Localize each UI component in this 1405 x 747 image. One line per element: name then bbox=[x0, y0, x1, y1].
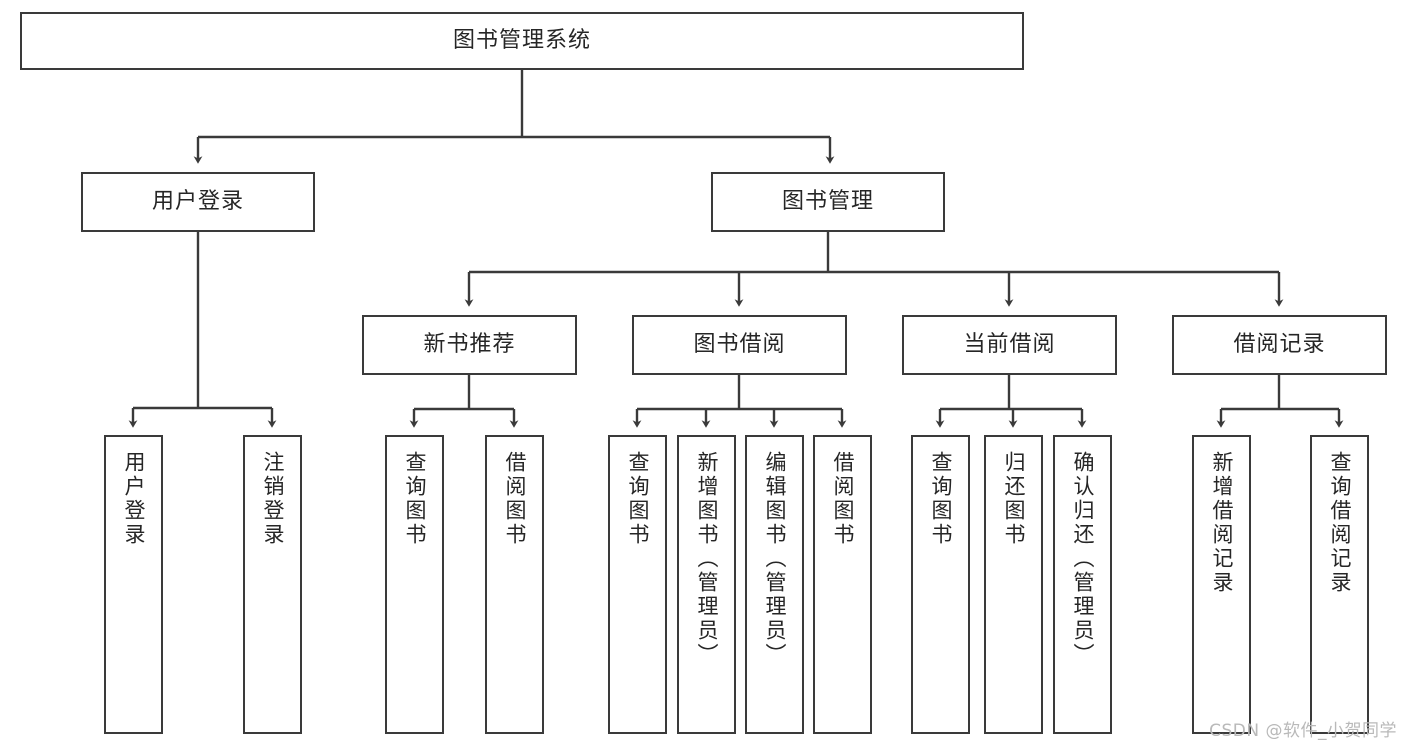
node-leaf-user-logout[interactable]: 注销登录 bbox=[243, 435, 302, 734]
node-leaf-edit-book-label: 编辑图书（管理员） bbox=[763, 451, 787, 667]
node-leaf-borrow-book-1-label: 借阅图书 bbox=[503, 451, 527, 547]
csdn-watermark: CSDN @软件_小贺同学 bbox=[1209, 721, 1397, 741]
node-leaf-confirm-return-label: 确认归还（管理员） bbox=[1071, 451, 1095, 667]
node-leaf-borrow-book-2[interactable]: 借阅图书 bbox=[813, 435, 872, 734]
node-book-admin-label: 图书管理 bbox=[781, 189, 874, 215]
node-book-admin[interactable]: 图书管理 bbox=[711, 172, 945, 232]
node-leaf-confirm-return[interactable]: 确认归还（管理员） bbox=[1053, 435, 1112, 734]
node-leaf-edit-book[interactable]: 编辑图书（管理员） bbox=[745, 435, 804, 734]
node-leaf-user-logout-label: 注销登录 bbox=[261, 451, 285, 547]
node-leaf-return-book[interactable]: 归还图书 bbox=[984, 435, 1043, 734]
node-leaf-query-record-label: 查询借阅记录 bbox=[1328, 451, 1352, 595]
node-new-book-rec-label: 新书推荐 bbox=[423, 332, 516, 358]
node-leaf-query-book-2-label: 查询图书 bbox=[626, 451, 650, 547]
node-leaf-user-login-label: 用户登录 bbox=[122, 451, 146, 547]
node-leaf-query-book-1[interactable]: 查询图书 bbox=[385, 435, 444, 734]
node-leaf-query-book-2[interactable]: 查询图书 bbox=[608, 435, 667, 734]
node-root[interactable]: 图书管理系统 bbox=[20, 12, 1024, 70]
node-leaf-query-book-1-label: 查询图书 bbox=[403, 451, 427, 547]
node-leaf-add-record[interactable]: 新增借阅记录 bbox=[1192, 435, 1251, 734]
node-user-login-label: 用户登录 bbox=[151, 189, 244, 215]
node-leaf-return-book-label: 归还图书 bbox=[1002, 451, 1026, 547]
node-borrow-record-label: 借阅记录 bbox=[1233, 332, 1326, 358]
node-leaf-query-book-3-label: 查询图书 bbox=[929, 451, 953, 547]
node-leaf-user-login[interactable]: 用户登录 bbox=[104, 435, 163, 734]
node-book-borrow[interactable]: 图书借阅 bbox=[632, 315, 847, 375]
node-current-borrow-label: 当前借阅 bbox=[963, 332, 1056, 358]
node-leaf-add-record-label: 新增借阅记录 bbox=[1210, 451, 1234, 595]
node-new-book-rec[interactable]: 新书推荐 bbox=[362, 315, 577, 375]
node-leaf-add-book[interactable]: 新增图书（管理员） bbox=[677, 435, 736, 734]
node-book-borrow-label: 图书借阅 bbox=[693, 332, 786, 358]
node-leaf-borrow-book-2-label: 借阅图书 bbox=[831, 451, 855, 547]
node-root-label: 图书管理系统 bbox=[452, 28, 591, 54]
node-leaf-borrow-book-1[interactable]: 借阅图书 bbox=[485, 435, 544, 734]
node-current-borrow[interactable]: 当前借阅 bbox=[902, 315, 1117, 375]
node-borrow-record[interactable]: 借阅记录 bbox=[1172, 315, 1387, 375]
node-leaf-add-book-label: 新增图书（管理员） bbox=[695, 451, 719, 667]
node-user-login[interactable]: 用户登录 bbox=[81, 172, 315, 232]
node-leaf-query-book-3[interactable]: 查询图书 bbox=[911, 435, 970, 734]
node-leaf-query-record[interactable]: 查询借阅记录 bbox=[1310, 435, 1369, 734]
